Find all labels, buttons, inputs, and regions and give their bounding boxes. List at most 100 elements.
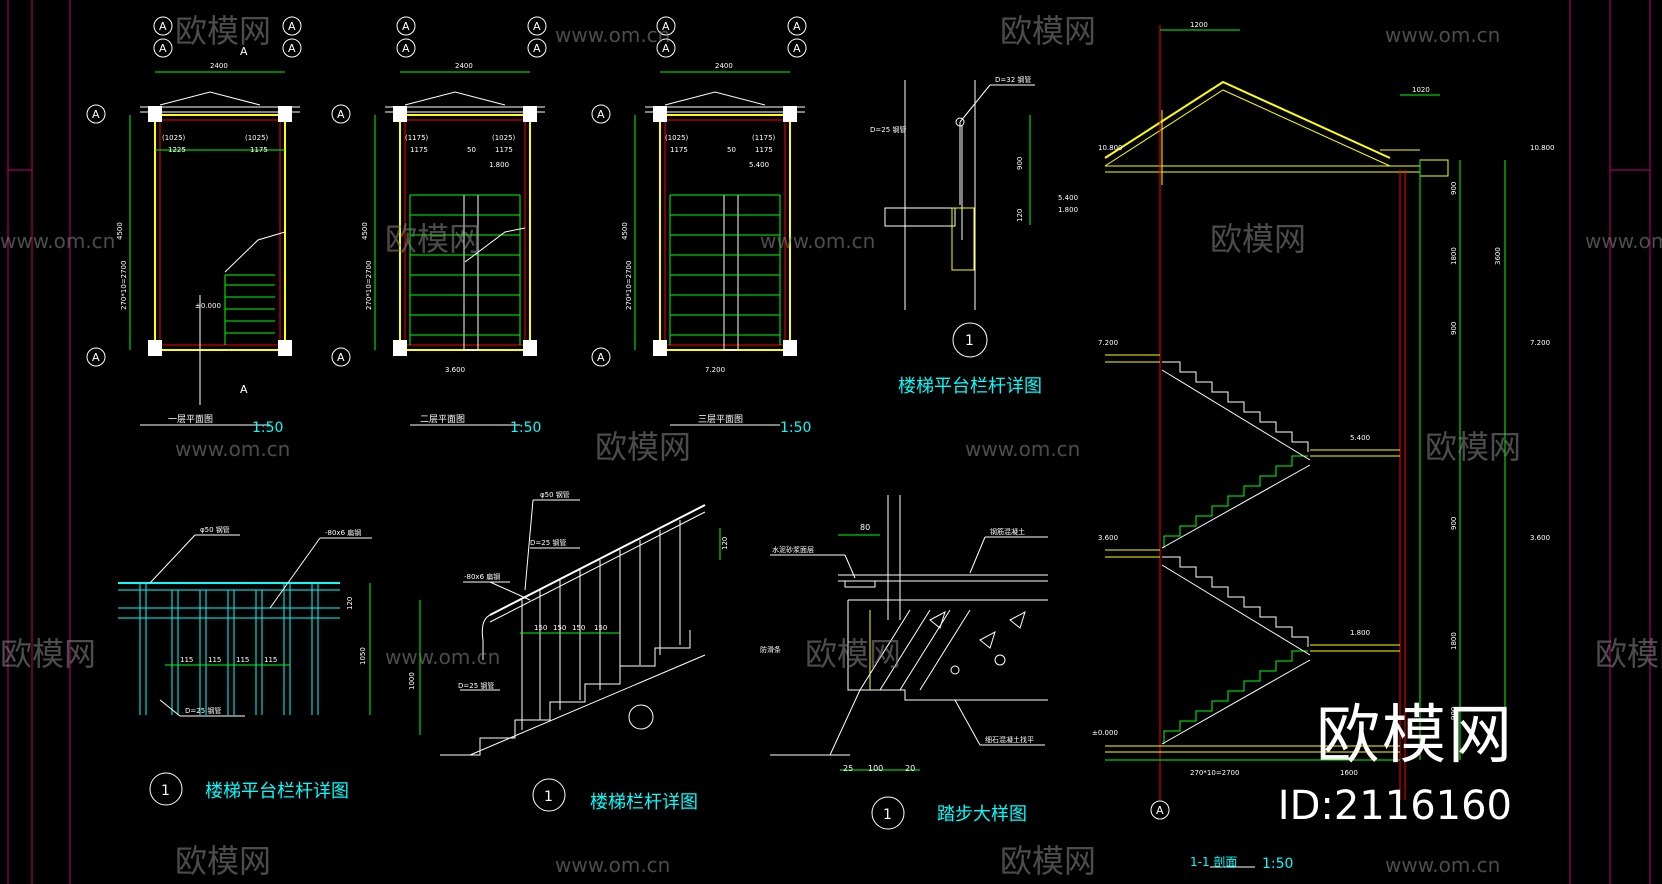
plan-1-label-1: (1025) [162, 134, 186, 142]
plan-1-axis-a5: A [92, 108, 100, 121]
plan-1-axis-a4: A [288, 42, 296, 55]
wm-brand-9: 欧模网 [1595, 635, 1662, 673]
wm-site-4: www.om.cn [760, 229, 875, 253]
dp-index: 1 [161, 783, 170, 799]
watermark-brand-large: 欧模网 [1316, 699, 1514, 773]
dpt-dim-a: 900 [1016, 157, 1024, 170]
plan-1-label-3: 1225 [168, 146, 186, 154]
plan-3-label-3: 1175 [670, 146, 688, 154]
ds-note-1: 水泥砂浆面层 [772, 545, 814, 554]
wm-site-7: www.om.cn [965, 437, 1080, 461]
plan-1-dim-top: 2400 [210, 62, 228, 70]
plan-1-axis-a1: A [159, 20, 167, 33]
wm-brand-6: 欧模网 [1425, 428, 1521, 466]
ds-title: 踏步大样图 [937, 804, 1027, 825]
wm-brand-5: 欧模网 [595, 428, 691, 466]
wm-brand-8: 欧模网 [805, 635, 901, 673]
watermark-layer: 欧模网 www.om.cn 欧模网 www.om.cn www.om.cn 欧模… [0, 12, 1662, 880]
ds-dim-b3: 20 [905, 764, 915, 773]
wm-site-8: www.om.cn [385, 645, 500, 669]
plan-3 [591, 16, 807, 426]
wm-brand-10: 欧模网 [175, 842, 271, 880]
wm-site-10: www.om.cn [1385, 853, 1500, 877]
plan-3-axis-a3: A [793, 20, 801, 33]
sec-dim-r3: 900 [1450, 322, 1458, 335]
plan-2-axis-a1: A [402, 20, 410, 33]
dp-spacing-2: 115 [208, 656, 221, 664]
dp-dim-top: 120 [346, 597, 354, 610]
plan-3-axis-a4: A [793, 42, 801, 55]
sec-dim-r2: 1800 [1450, 247, 1458, 265]
plan-1-section-mark-b: A [240, 383, 248, 396]
plan-2-level: 1.800 [489, 161, 509, 169]
dp-title: 楼梯平台栏杆详图 [205, 781, 349, 802]
plan-2-level-2: 3.600 [445, 366, 465, 374]
plan-3-dim-top: 2400 [715, 62, 733, 70]
ds-note-3: 防滑条 [760, 645, 781, 654]
detail-platform [118, 534, 372, 806]
plan-1 [86, 16, 302, 426]
detail-step [770, 495, 1048, 830]
dp-spacing-4: 115 [264, 656, 277, 664]
plan-3-axis-a6: A [597, 351, 605, 364]
plan-3-axis-a2: A [662, 42, 670, 55]
sec-scale: 1:50 [1262, 856, 1293, 872]
plan-3-level-2: 7.200 [705, 366, 725, 374]
dpt-index: 1 [965, 333, 974, 349]
plan-3-label-5: 1175 [755, 146, 773, 154]
wm-brand-1: 欧模网 [175, 12, 271, 50]
sec-dim-r1: 900 [1450, 182, 1458, 195]
dpt-dim-b: 120 [1016, 209, 1024, 222]
section-1-1 [1104, 25, 1506, 868]
plan-1-dim-side: 4500 [116, 222, 124, 240]
plan-3-dim-side: 4500 [621, 222, 629, 240]
sec-level-4: ±0.000 [1092, 729, 1118, 737]
sec-dim-r7: 900 [1450, 707, 1458, 720]
wm-site-9: www.om.cn [555, 853, 670, 877]
dpt-note-1: D=32 钢管 [995, 75, 1031, 84]
plan-1-label-2: (1025) [245, 134, 269, 142]
plan-2-axis-a6: A [337, 351, 345, 364]
sec-title: 1-1 剖面 [1190, 855, 1237, 869]
dr-spacing-1: 150 [534, 624, 547, 632]
sec-level-1: 10.800 [1098, 144, 1123, 152]
dr-note-low: D=25 钢管 [458, 681, 494, 690]
wm-brand-3: 欧模网 [385, 220, 481, 258]
plan-1-section-mark: A [240, 45, 248, 58]
ds-dim-top: 80 [860, 523, 870, 532]
sec-mid-level-1: 5.400 [1350, 434, 1370, 442]
plan-2-axis-a2: A [402, 42, 410, 55]
plan-1-scale: 1:50 [252, 420, 283, 436]
plan-1-axis-a2: A [159, 42, 167, 55]
dpt-title: 楼梯平台栏杆详图 [898, 376, 1042, 397]
dr-title: 楼梯栏杆详图 [590, 792, 698, 813]
plan-2-label-2: (1025) [492, 134, 516, 142]
wm-site-3: www.om.cn [0, 229, 115, 253]
sec-level-2-r: 7.200 [1530, 339, 1550, 347]
plan-2-axis-a3: A [533, 20, 541, 33]
plan-3-axis-a1: A [662, 20, 670, 33]
sec-dim-b2: 1600 [1340, 769, 1358, 777]
dr-note-top: φ50 钢管 [540, 490, 570, 499]
dp-dim-h: 1050 [359, 647, 367, 665]
dr-note-mid: D=25 钢管 [530, 538, 566, 547]
wm-brand-7: 欧模网 [0, 635, 96, 673]
watermark-id: ID:2116160 [1277, 783, 1512, 829]
sec-dim-r4: 3600 [1494, 247, 1502, 265]
wm-brand-2: 欧模网 [1000, 12, 1096, 50]
sec-level-3-r: 3.600 [1530, 534, 1550, 542]
dr-spacing-3: 150 [572, 624, 585, 632]
plan-3-title: 三层平面图 [698, 414, 743, 425]
detail-rail [419, 499, 721, 812]
wm-site-5: www.om.cn [1585, 229, 1662, 253]
sec-level-3: 3.600 [1098, 534, 1118, 542]
plan-1-axis-a6: A [92, 351, 100, 364]
ds-index: 1 [883, 807, 892, 823]
plan-3-label-4: 50 [727, 146, 736, 154]
dr-spacing-4: 150 [594, 624, 607, 632]
ds-dim-b2: 100 [868, 764, 883, 773]
dpt-level-a: 5.400 [1058, 194, 1078, 202]
plan-3-level: 5.400 [749, 161, 769, 169]
plan-1-title: 一层平面图 [168, 414, 213, 425]
